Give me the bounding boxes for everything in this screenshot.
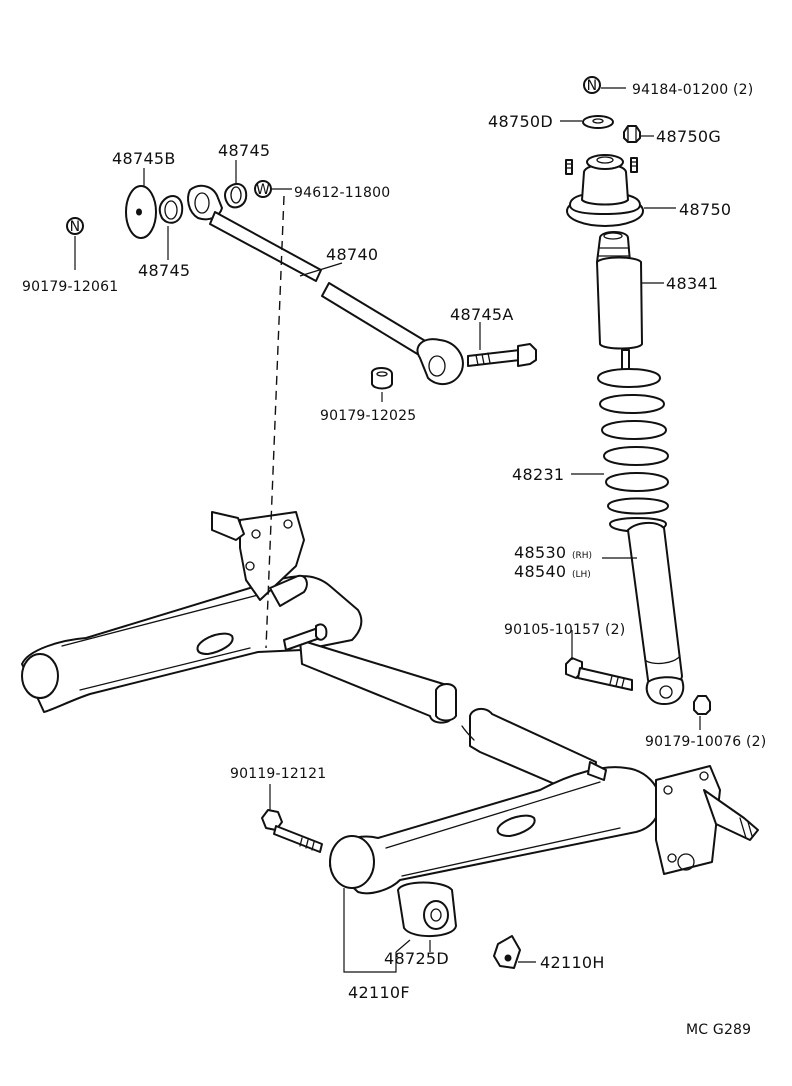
label-94612-11800: 94612-11800	[294, 185, 390, 201]
label-48750d: 48750D	[488, 112, 553, 131]
label-90179-12025: 90179-12025	[320, 408, 416, 424]
lateral-rod-assembly	[125, 182, 537, 390]
coil-spring-48231	[597, 349, 669, 533]
label-48750: 48750	[679, 200, 731, 219]
label-48341: 48341	[666, 274, 718, 293]
label-48745b: 48745B	[112, 149, 176, 168]
nut-90179-12025	[371, 367, 393, 390]
label-48745-top: 48745	[218, 141, 270, 160]
label-48231: 48231	[512, 465, 564, 484]
label-48540-side: (LH)	[572, 570, 591, 580]
label-42110f: 42110F	[348, 983, 410, 1002]
label-48530: 48530	[514, 543, 566, 562]
label-48725d: 48725D	[384, 949, 449, 968]
strut-assembly	[565, 115, 711, 715]
rod-48740	[187, 184, 464, 386]
shock-absorber-48530	[627, 522, 685, 705]
bolt-90105	[565, 657, 633, 691]
label-94184-01200: 94184-01200 (2)	[632, 82, 753, 98]
diagram-code: MC G289	[686, 1022, 751, 1038]
label-90105-10157: 90105-10157 (2)	[504, 622, 625, 638]
label-42110h: 42110H	[540, 953, 605, 972]
nut-48750g	[623, 125, 641, 143]
label-48540: 48540	[514, 562, 566, 581]
washer-48750d	[582, 115, 614, 129]
label-48740: 48740	[326, 245, 378, 264]
svg-text:N: N	[587, 78, 598, 94]
washer-marker-94612: W	[254, 180, 272, 198]
nut-marker-94184: N	[583, 76, 601, 94]
bolt-90119	[261, 809, 323, 853]
label-48530-side: (RH)	[572, 551, 592, 561]
leader-lines	[74, 87, 701, 973]
svg-text:W: W	[256, 182, 270, 198]
nut-marker-90179: N	[66, 217, 84, 235]
svg-text:N: N	[70, 219, 81, 235]
cushion-48745b	[125, 185, 157, 239]
upper-mount-48750	[565, 154, 644, 227]
bolt-arm-pivot	[283, 623, 328, 651]
bushing-48745-lower	[158, 195, 184, 224]
label-90179-10076: 90179-10076 (2)	[645, 734, 766, 750]
bushing-48725d	[397, 881, 457, 938]
bump-stop-48341	[596, 231, 643, 350]
label-48750g: 48750G	[656, 127, 721, 146]
label-48745a: 48745A	[450, 305, 514, 324]
bushing-48745-top	[224, 182, 248, 209]
bolt-48745a	[467, 343, 537, 367]
label-90119-12121: 90119-12121	[230, 766, 326, 782]
part-labels: 94184-01200 (2) 48750D 48750G 48750 4834…	[22, 82, 766, 1038]
label-48745-low: 48745	[138, 261, 190, 280]
bracket-42110h	[493, 935, 521, 969]
label-90179-12061: 90179-12061	[22, 279, 118, 295]
rear-axle-beam	[21, 511, 759, 895]
nut-90179-10076	[693, 695, 711, 715]
